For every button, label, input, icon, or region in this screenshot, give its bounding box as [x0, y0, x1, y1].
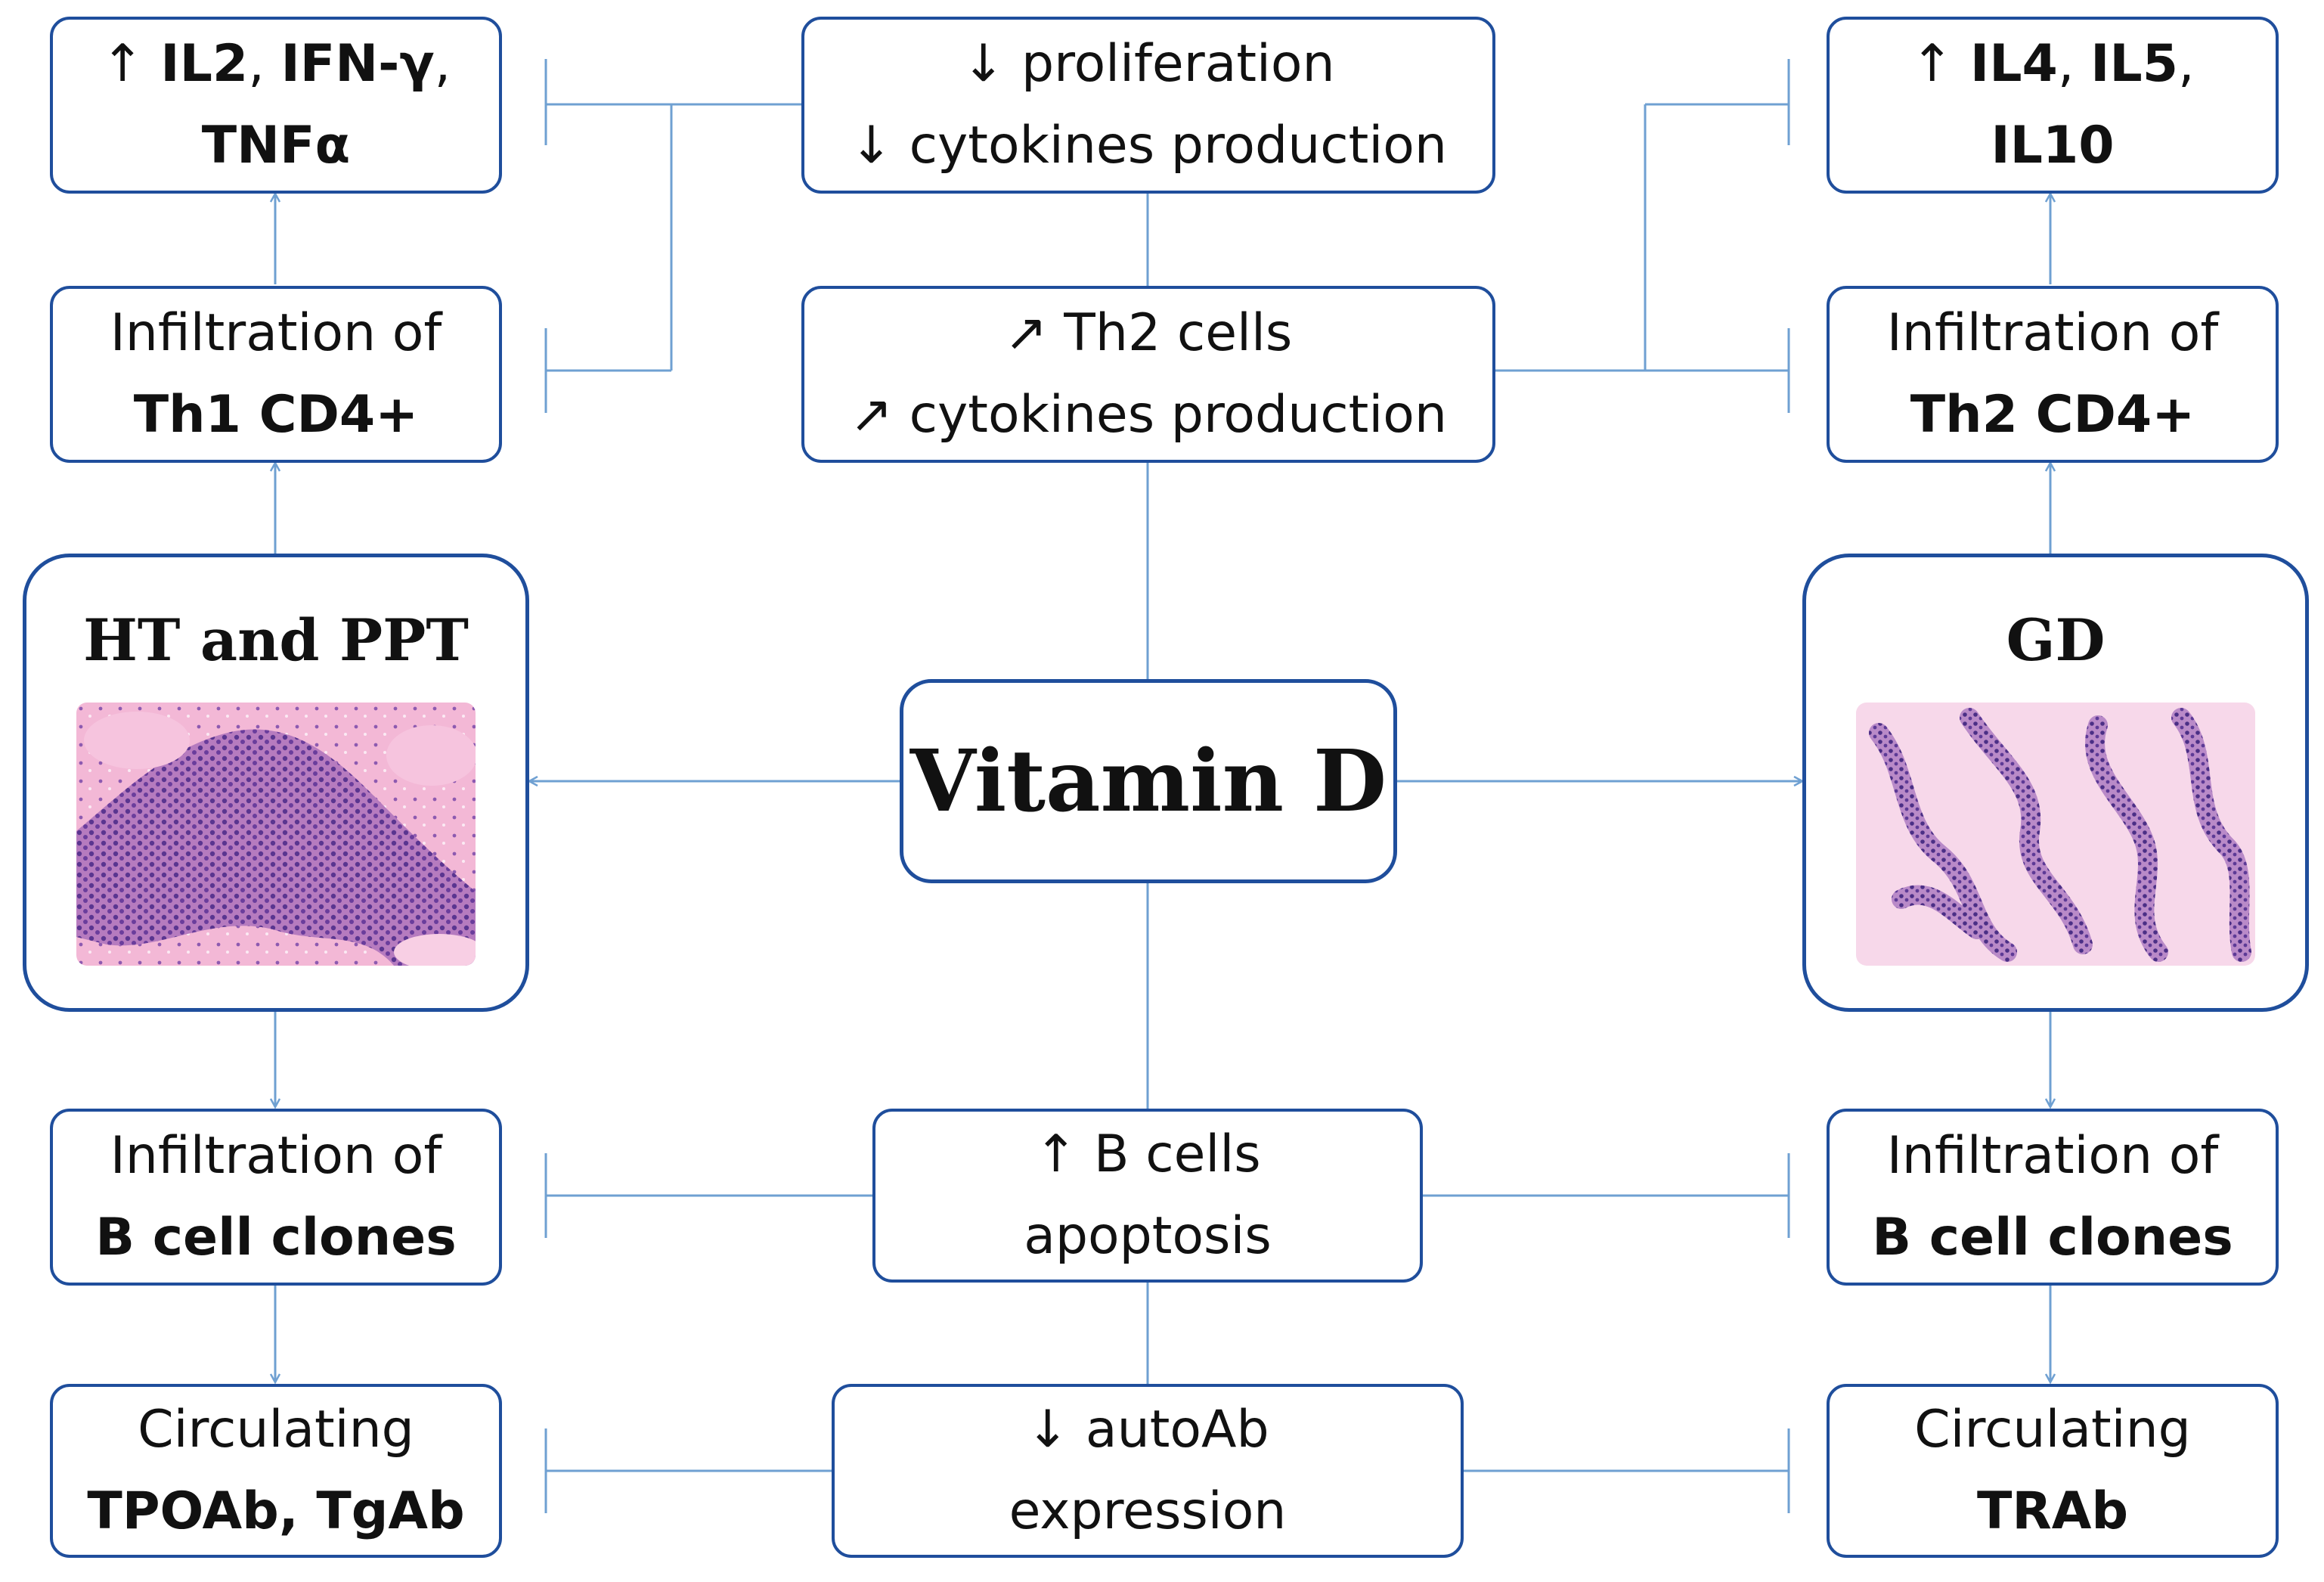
cytokines-reduction-text: ↓ cytokines production	[850, 116, 1447, 175]
trab-label: TRAb	[1976, 1481, 2129, 1541]
vitamin-d-title: Vitamin D	[909, 731, 1387, 831]
th2-infiltration-label: Infiltration of	[1886, 303, 2219, 363]
th2-cytokines-box: ↑ IL4, IL5, IL10	[1827, 17, 2279, 194]
apoptosis-text: apoptosis	[1024, 1206, 1272, 1266]
right-b-cell-infiltration-box: Infiltration of B cell clones	[1827, 1109, 2279, 1286]
right-circulating-label: Circulating	[1914, 1400, 2191, 1459]
proliferation-box: ↓ proliferation ↓ cytokines production	[801, 17, 1495, 194]
right-circulating-ab-box: Circulating TRAb	[1827, 1384, 2279, 1558]
gd-title: GD	[2006, 606, 2106, 674]
left-b-cell-clones-label: B cell clones	[95, 1208, 457, 1267]
right-b-infiltration-label: Infiltration of	[1886, 1126, 2219, 1186]
th2-cd4-label: Th2 CD4+	[1910, 385, 2195, 445]
th1-cytokines-box: ↑ IL2, IFN-γ, TNFα	[50, 17, 502, 194]
right-b-cell-clones-label: B cell clones	[1872, 1208, 2233, 1267]
vitamin-d-box: Vitamin D	[900, 679, 1397, 883]
th2-cytokines-line1: ↑ IL4, IL5,	[1910, 34, 2195, 94]
th1-cytokines-line1: ↑ IL2, IFN-γ,	[101, 34, 451, 94]
th2-cytokines-text: ↗ cytokines production	[850, 385, 1447, 445]
b-cells-text: ↑ B cells	[1034, 1124, 1261, 1184]
th1-cd4-label: Th1 CD4+	[133, 385, 419, 445]
th1-infiltration-box: Infiltration of Th1 CD4+	[50, 286, 502, 463]
gd-tissue-image	[1856, 703, 2255, 966]
left-b-cell-infiltration-box: Infiltration of B cell clones	[50, 1109, 502, 1286]
ht-tissue-image	[76, 703, 476, 966]
expression-text: expression	[1009, 1481, 1287, 1541]
autoab-expression-box: ↓ autoAb expression	[832, 1384, 1464, 1558]
th2-cytokines-line2: IL10	[1991, 116, 2115, 175]
autoab-text: ↓ autoAb	[1026, 1400, 1269, 1459]
left-b-infiltration-label: Infiltration of	[110, 1126, 442, 1186]
th2-cells-box: ↗ Th2 cells ↗ cytokines production	[801, 286, 1495, 463]
left-circulating-label: Circulating	[138, 1400, 414, 1459]
gd-box: GD	[1802, 554, 2309, 1012]
th1-cytokines-line2: TNFα	[201, 116, 351, 175]
proliferation-text: ↓ proliferation	[962, 34, 1335, 94]
left-circulating-ab-box: Circulating TPOAb, TgAb	[50, 1384, 502, 1558]
th2-cells-text: ↗ Th2 cells	[1004, 303, 1293, 363]
tpoab-tgab-label: TPOAb, TgAb	[87, 1481, 465, 1541]
ht-ppt-title: HT and PPT	[83, 606, 469, 674]
th1-infiltration-label: Infiltration of	[110, 303, 442, 363]
b-cells-apoptosis-box: ↑ B cells apoptosis	[872, 1109, 1423, 1283]
ht-ppt-box: HT and PPT	[23, 554, 529, 1012]
th2-infiltration-box: Infiltration of Th2 CD4+	[1827, 286, 2279, 463]
